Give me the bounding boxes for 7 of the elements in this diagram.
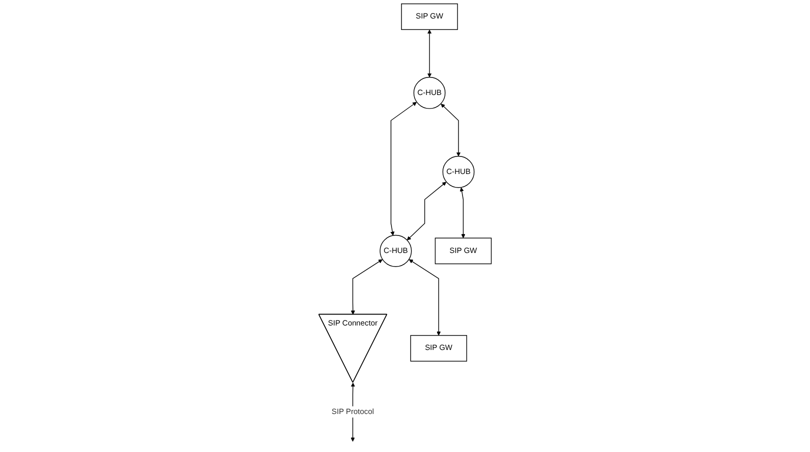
arrow xyxy=(390,102,417,236)
arrow xyxy=(408,259,441,336)
arrow xyxy=(406,182,446,240)
arrow xyxy=(350,259,383,315)
arrow xyxy=(460,187,466,238)
arrow xyxy=(427,30,432,78)
arrow xyxy=(440,104,461,156)
